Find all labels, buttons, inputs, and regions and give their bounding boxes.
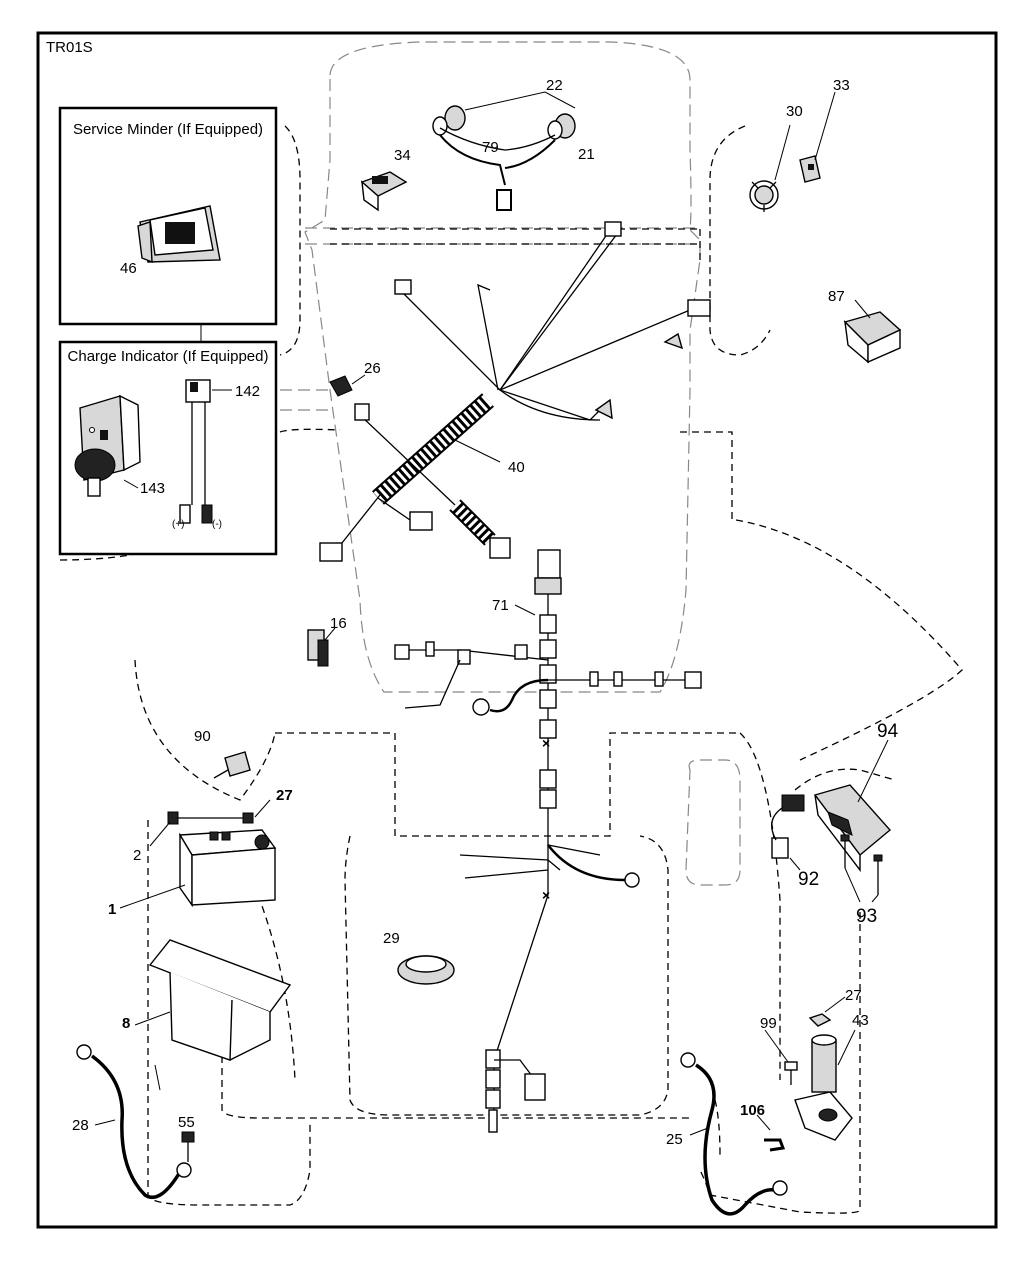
charge-indicator-title: Charge Indicator (If Equipped): [68, 348, 269, 365]
callout-1: 1: [108, 901, 116, 918]
callout-93: 93: [856, 906, 877, 927]
main-harness-40: [319, 221, 711, 562]
callout-33: 33: [833, 77, 850, 94]
service-minder-title: Service Minder (If Equipped): [73, 121, 263, 138]
part-16: [307, 627, 336, 667]
bolt-99: [764, 1029, 798, 1085]
headlight-harness: [432, 91, 576, 211]
diagram-frame: [36, 31, 998, 1229]
screws-93: [840, 834, 883, 903]
switch-34: [360, 171, 408, 212]
callout-16: 16: [330, 615, 347, 632]
plus-terminal-label: (+): [172, 519, 185, 530]
harness-71: × ×: [394, 549, 702, 1130]
svg-text:×: ×: [542, 735, 550, 751]
module-94: [813, 739, 892, 873]
callout-43: 43: [852, 1012, 869, 1029]
callout-94: 94: [877, 721, 899, 742]
relay-33: [799, 91, 836, 183]
cable-25: [680, 1052, 788, 1216]
bolt-55: [154, 1064, 195, 1162]
part-87: [843, 299, 902, 364]
charge-indicator-inset: Charge Indicator (If Equipped) (+) (-): [58, 340, 278, 556]
callout-71: 71: [492, 597, 509, 614]
callout-106: 106: [740, 1102, 765, 1119]
callout-34: 34: [394, 147, 411, 164]
callout-26: 26: [364, 360, 381, 377]
callout-87: 87: [828, 288, 845, 305]
callout-labels: 1 2 8 16 21 22 25 26 27 27 28 29 30 33 3…: [72, 77, 899, 1148]
callout-142: 142: [235, 383, 260, 400]
callout-27-solenoid: 27: [845, 987, 862, 1004]
callout-92: 92: [798, 869, 819, 890]
callout-28: 28: [72, 1117, 89, 1134]
callout-29: 29: [383, 930, 400, 947]
callout-99: 99: [760, 1015, 777, 1032]
battery-1: [119, 829, 277, 909]
callout-8: 8: [122, 1015, 130, 1032]
part-26: [329, 374, 366, 397]
part-90: [213, 751, 251, 779]
tank-outline: [685, 759, 741, 886]
callout-40: 40: [508, 459, 525, 476]
callout-30: 30: [786, 103, 803, 120]
callout-27-battery: 27: [276, 787, 293, 804]
battery-tray-8: [134, 939, 292, 1061]
part-29: [397, 955, 455, 985]
service-minder-part: [137, 205, 221, 264]
callout-46: 46: [120, 260, 137, 277]
callout-79: 79: [482, 139, 499, 156]
clip-106: [756, 1114, 786, 1152]
connector-92: [771, 794, 805, 871]
callout-90: 90: [194, 728, 211, 745]
battery-bolts: [149, 799, 271, 847]
svg-text:×: ×: [542, 887, 550, 903]
ignition-switch-30: [749, 124, 791, 212]
callout-143: 143: [140, 480, 165, 497]
minus-terminal-label: (-): [212, 519, 222, 530]
nut-27: [808, 996, 846, 1027]
cable-28: [76, 1044, 192, 1200]
charge-indicator-gauge: [74, 394, 141, 497]
solenoid-43: [794, 1029, 856, 1141]
diagram-id: TR01S: [46, 39, 93, 56]
callout-2: 2: [133, 847, 141, 864]
callout-22: 22: [546, 77, 563, 94]
callout-55: 55: [178, 1114, 195, 1131]
charge-indicator-harness: [179, 379, 213, 524]
callout-25: 25: [666, 1131, 683, 1148]
lower-harness: [459, 844, 640, 1133]
service-minder-inset: Service Minder (If Equipped): [58, 106, 278, 326]
callout-21: 21: [578, 146, 595, 163]
